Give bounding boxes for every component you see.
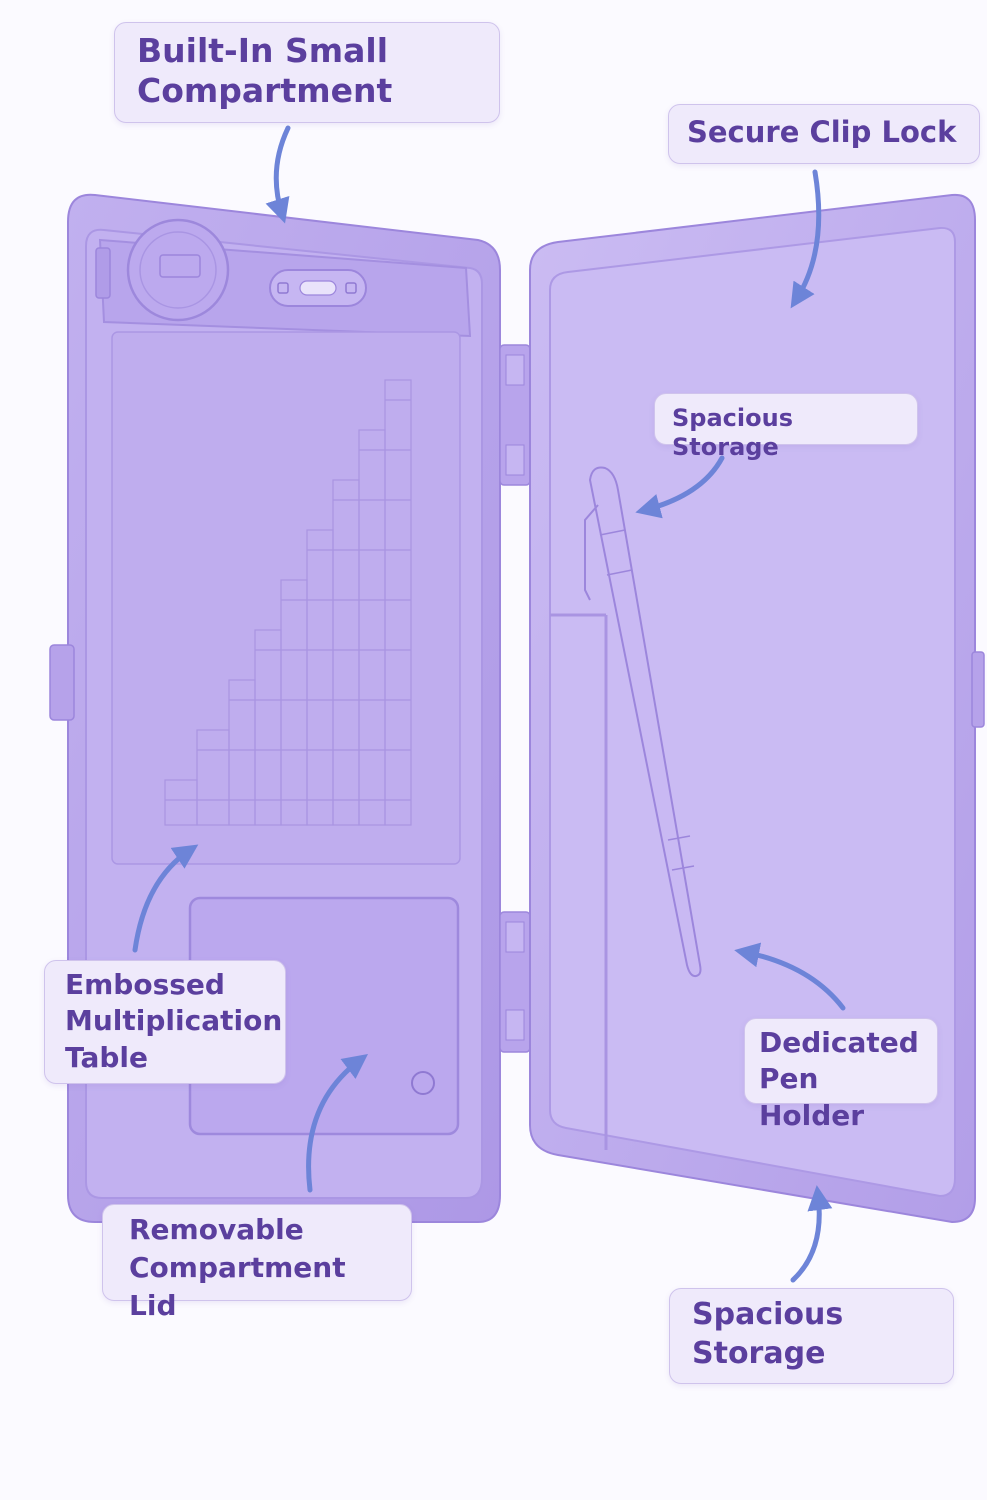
- lock-slider-icon: [269, 269, 367, 307]
- label-built-in-small-compartment: Built-In Small Compartment: [114, 22, 500, 123]
- label-line: Removable: [129, 1213, 304, 1246]
- label-line: Compartment Lid: [129, 1250, 346, 1322]
- label-line: Table: [65, 1040, 149, 1074]
- label-line: Pen Holder: [759, 1062, 865, 1132]
- hinge-bottom: [499, 911, 531, 1053]
- label-line: Storage: [692, 1336, 826, 1371]
- label-dedicated-pen-holder: Dedicated Pen Holder: [744, 1018, 938, 1132]
- label-line: Spacious Storage: [672, 404, 793, 461]
- label-line: Spacious: [692, 1297, 844, 1332]
- right-case-half: [529, 193, 985, 1224]
- label-line: Dedicated: [759, 1026, 919, 1059]
- pen: [584, 466, 702, 978]
- label-removable-compartment-lid: Removable Compartment Lid: [102, 1204, 412, 1322]
- label-line: Built-In Small: [137, 31, 389, 70]
- multiplication-table-panel: [111, 331, 461, 865]
- label-spacious-storage-top: Spacious Storage: [654, 393, 918, 461]
- label-line: Embossed: [65, 968, 225, 1001]
- label-spacious-storage-bottom: Spacious Storage: [669, 1288, 954, 1384]
- label-line: Multiplication: [65, 1004, 283, 1038]
- label-line: Compartment: [137, 70, 393, 110]
- embossed-grid: [164, 379, 412, 826]
- hinge-top: [499, 344, 531, 486]
- label-secure-clip-lock: Secure Clip Lock: [668, 104, 980, 164]
- label-line: Secure Clip Lock: [687, 115, 957, 149]
- label-embossed-multiplication-table: Embossed Multiplication Table: [44, 960, 286, 1084]
